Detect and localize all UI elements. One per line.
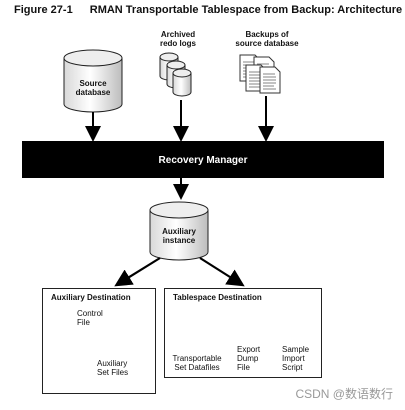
auxiliary-instance-icon <box>149 201 209 261</box>
figure-title: RMAN Transportable Tablespace from Backu… <box>89 4 403 16</box>
auxiliary-instance-label: Auxiliary instance <box>162 227 196 245</box>
source-database-icon <box>63 49 123 113</box>
auxiliary-destination-panel: Auxiliary Destination <box>42 288 156 394</box>
archived-redo-logs-icon <box>159 52 192 97</box>
tablespace-destination-title: Tablespace Destination <box>173 293 262 302</box>
figure-number: Figure 27-1 <box>14 4 73 16</box>
source-database-label: Source database <box>75 79 111 97</box>
aux-set-files-label: Auxiliary Set Files <box>97 359 129 377</box>
archived-redo-logs-label: Archived redo logs <box>159 30 196 48</box>
tablespace-destination-panel: Tablespace Destination <box>164 288 322 378</box>
backups-documents-icon <box>239 54 281 94</box>
recovery-manager-bar: Recovery Manager <box>22 141 384 178</box>
recovery-manager-label: Recovery Manager <box>158 155 248 166</box>
auxiliary-destination-title: Auxiliary Destination <box>51 293 131 302</box>
export-dump-label: Export Dump File <box>237 345 261 372</box>
transportable-set-label: Transportable Set Datafiles <box>172 354 222 372</box>
figure-caption: Figure 27-1 RMAN Transportable Tablespac… <box>14 4 402 16</box>
arrow-aux-to-tablespace-destination <box>199 257 245 287</box>
import-script-label: Sample Import Script <box>282 345 310 372</box>
arrow-aux-to-aux-destination <box>114 257 161 287</box>
watermark: CSDN @数语数行 <box>295 387 393 401</box>
backups-label: Backups of source database <box>235 30 299 48</box>
control-file-label: Control File <box>77 309 103 327</box>
